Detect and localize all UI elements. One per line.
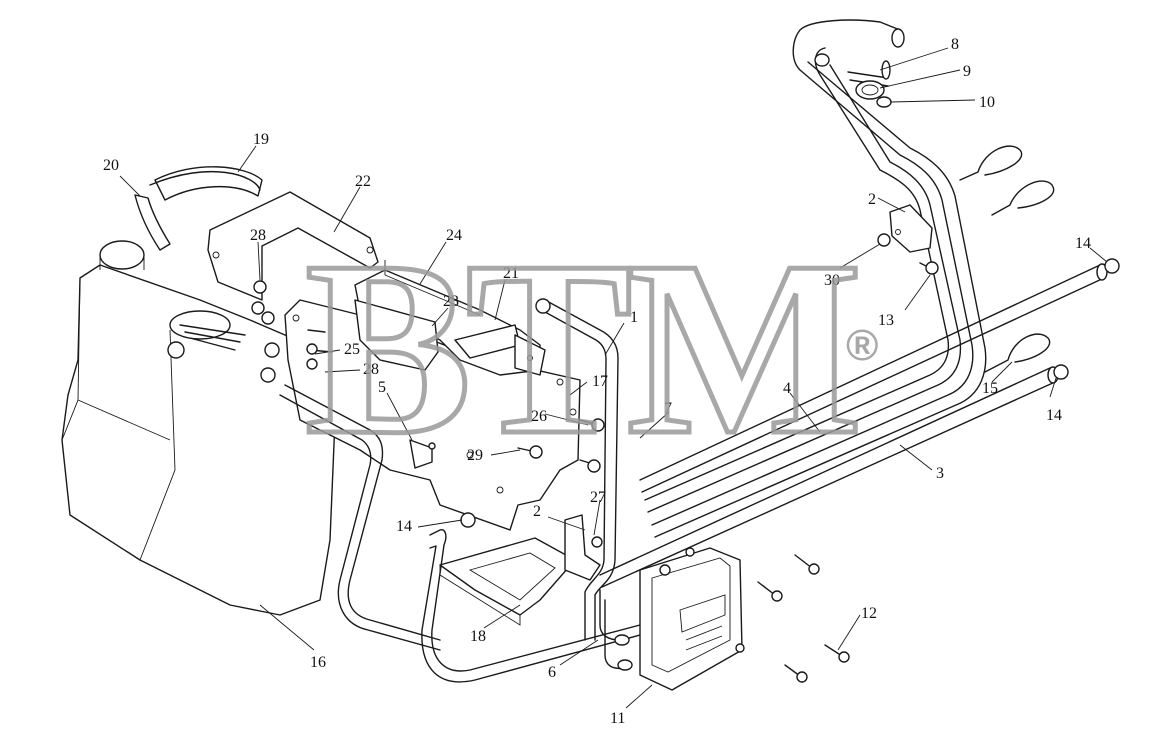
callout-13: 13 xyxy=(878,312,894,329)
cable-tie xyxy=(959,145,1055,373)
callout-26: 26 xyxy=(531,408,547,425)
callout-2-lower: 2 xyxy=(533,503,541,520)
hose-clamp-14 xyxy=(460,258,1120,528)
fitting-5 xyxy=(409,439,436,469)
callout-25: 25 xyxy=(344,341,360,358)
callout-2-upper: 2 xyxy=(868,191,876,208)
callout-6: 6 xyxy=(548,664,556,681)
callout-22: 22 xyxy=(355,173,371,190)
ecu-module xyxy=(639,547,745,691)
callout-1: 1 xyxy=(630,309,638,326)
mounting-bracket-22 xyxy=(207,191,379,301)
hose-clamp-tank xyxy=(260,342,280,383)
callout-10: 10 xyxy=(979,94,995,111)
tray-18 xyxy=(439,537,576,626)
callout-12: 12 xyxy=(861,605,877,622)
callout-15: 15 xyxy=(982,380,998,397)
callout-14-right: 14 xyxy=(1046,407,1062,424)
clamp-21 xyxy=(454,324,546,376)
callout-14-upper: 14 xyxy=(1075,235,1091,252)
callout-3: 3 xyxy=(936,465,944,482)
leader-lines xyxy=(119,47,1108,709)
watermark-text: BTM xyxy=(305,210,856,487)
callout-11: 11 xyxy=(610,710,625,727)
oring-10 xyxy=(876,96,892,108)
nut-30 xyxy=(877,233,891,247)
bracket-2-lower xyxy=(564,514,603,581)
callout-28a: 28 xyxy=(250,227,266,244)
callout-24: 24 xyxy=(446,227,462,244)
callout-14-lower: 14 xyxy=(396,518,412,535)
fitting-8 xyxy=(847,60,891,87)
bolt-29 xyxy=(517,445,543,459)
bolt-26 xyxy=(579,418,605,473)
pipe-6 xyxy=(599,589,633,671)
callout-28b: 28 xyxy=(363,361,379,378)
bolt-12 xyxy=(757,554,850,683)
registered-mark: ® xyxy=(846,321,878,370)
pipe-7 xyxy=(279,384,641,683)
tank-sender-unit xyxy=(167,310,246,359)
callout-4: 4 xyxy=(783,380,791,397)
callout-21: 21 xyxy=(503,265,519,282)
callout-27: 27 xyxy=(590,489,606,506)
callout-labels: 19 20 22 28 24 21 23 25 28 5 1 17 26 7 4… xyxy=(103,36,1091,727)
callout-29: 29 xyxy=(467,447,483,464)
bolt-13 xyxy=(919,261,939,275)
fuel-tank xyxy=(61,240,336,616)
callout-23: 23 xyxy=(443,293,459,310)
callout-30: 30 xyxy=(824,272,840,289)
tank-strap xyxy=(134,166,263,251)
fuel-line-4 xyxy=(639,263,1108,493)
callout-19: 19 xyxy=(253,131,269,148)
callout-7: 7 xyxy=(664,400,672,417)
pipe-1 xyxy=(535,298,619,641)
return-lines xyxy=(644,19,987,538)
callout-17: 17 xyxy=(592,373,608,390)
callout-20: 20 xyxy=(103,157,119,174)
callout-5: 5 xyxy=(378,379,386,396)
callout-18: 18 xyxy=(470,628,486,645)
clip-9 xyxy=(855,80,885,100)
callout-9: 9 xyxy=(963,63,971,80)
callout-16: 16 xyxy=(310,654,326,671)
watermark: BTM ® xyxy=(303,208,879,490)
bracket-2-upper xyxy=(889,204,933,253)
callout-8: 8 xyxy=(951,36,959,53)
